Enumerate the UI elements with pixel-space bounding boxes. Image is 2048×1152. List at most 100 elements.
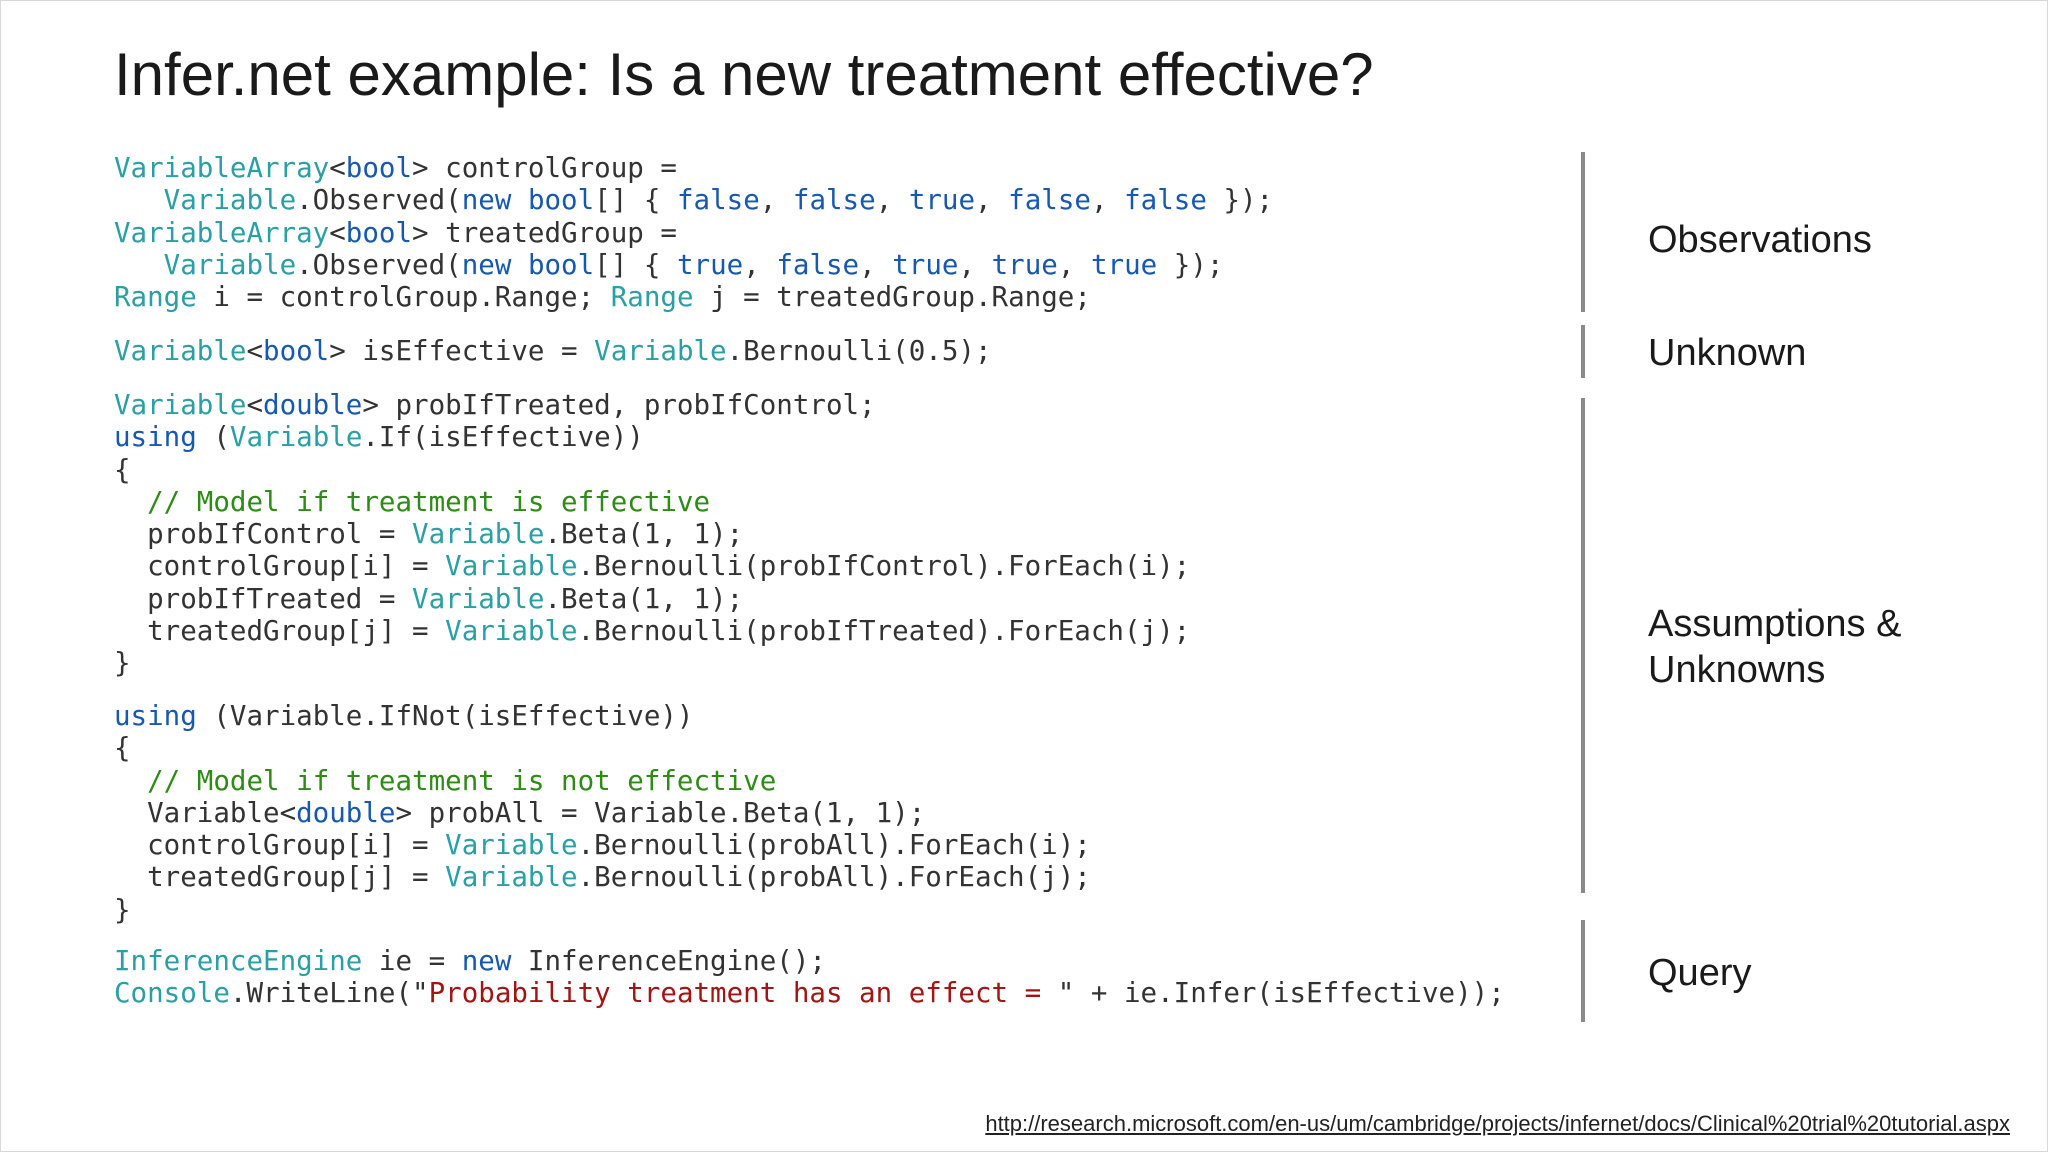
section-bar-query	[1581, 920, 1585, 1022]
code-token: new	[461, 248, 512, 281]
section-label-observations: Observations	[1648, 219, 1872, 261]
code-token: }	[114, 893, 131, 926]
code-token: Variable	[594, 335, 727, 367]
code-token: Variable	[445, 861, 578, 894]
code-token: {	[114, 732, 131, 765]
code-token: bool	[527, 248, 595, 281]
code-token: .Bernoulli(probIfControl).ForEach(i);	[577, 550, 1191, 583]
code-token: // Model if treatment is effective	[147, 485, 711, 518]
code-token: ,	[975, 184, 1009, 217]
code-token: });	[1206, 184, 1274, 217]
code-token	[114, 486, 147, 518]
code-token: controlGroup[i] =	[114, 829, 446, 862]
code-token: Variable	[445, 550, 578, 583]
code-token: ,	[743, 248, 777, 281]
code-block-assumptions-if: Variable<double> probIfTreated, probIfCo…	[114, 389, 1190, 680]
code-token: " + ie.Infer(isEffective));	[1057, 977, 1505, 1010]
code-token	[511, 184, 528, 216]
code-token	[114, 184, 164, 216]
section-bar-assumptions	[1581, 398, 1585, 893]
code-token: bool	[527, 184, 595, 217]
code-line: // Model if treatment is effective	[114, 486, 1190, 518]
code-token: }	[114, 647, 131, 680]
code-line: Range i = controlGroup.Range; Range j = …	[114, 281, 1273, 313]
section-bar-unknown	[1581, 325, 1585, 378]
code-token: true	[908, 184, 976, 217]
section-bar-observations	[1581, 152, 1585, 312]
code-token	[511, 249, 528, 281]
code-token: [] {	[594, 184, 677, 217]
code-line: probIfTreated = Variable.Beta(1, 1);	[114, 583, 1190, 615]
code-token: probIfTreated =	[114, 582, 413, 615]
code-token: bool	[345, 152, 413, 184]
code-token: new	[461, 184, 512, 217]
code-token: bool	[345, 216, 413, 249]
code-line: Variable.Observed(new bool[] { true, fal…	[114, 249, 1273, 281]
code-line: }	[114, 647, 1190, 679]
code-line: Variable<bool> isEffective = Variable.Be…	[114, 335, 992, 367]
code-token: Variable	[412, 582, 545, 615]
code-token: .Observed(	[296, 248, 462, 281]
code-token	[114, 249, 164, 281]
code-block-unknown: Variable<bool> isEffective = Variable.Be…	[114, 335, 992, 367]
code-line: probIfControl = Variable.Beta(1, 1);	[114, 518, 1190, 550]
code-token: Probability treatment has an effect =	[428, 977, 1058, 1010]
code-token: bool	[263, 335, 330, 367]
code-token: [] {	[594, 248, 677, 281]
code-token: controlGroup[i] =	[114, 550, 446, 583]
code-line: VariableArray<bool> controlGroup =	[114, 152, 1273, 184]
code-token: ,	[875, 184, 909, 217]
code-token: > isEffective =	[329, 335, 595, 367]
code-token: Variable	[445, 829, 578, 862]
code-token: ,	[1090, 184, 1125, 217]
code-token: <	[246, 389, 264, 421]
reference-link[interactable]: http://research.microsoft.com/en-us/um/c…	[985, 1111, 2010, 1136]
section-label-query: Query	[1648, 952, 1752, 994]
code-token: double	[296, 796, 396, 829]
code-token: > treatedGroup =	[412, 216, 677, 249]
code-token: .If(isEffective))	[362, 421, 644, 454]
code-line: {	[114, 454, 1190, 486]
code-token: ,	[1057, 248, 1091, 281]
code-token: Console	[114, 977, 230, 1010]
code-token: (Variable.IfNot(isEffective))	[196, 700, 694, 732]
code-token: treatedGroup[j] =	[114, 861, 446, 894]
code-token: .Observed(	[296, 184, 462, 217]
code-token: ,	[759, 184, 793, 217]
code-token: Variable	[114, 389, 247, 421]
code-token: {	[114, 453, 131, 486]
code-line: Console.WriteLine("Probability treatment…	[114, 977, 1505, 1009]
code-token: Range	[610, 281, 694, 314]
code-token: .Bernoulli(probAll).ForEach(j);	[577, 861, 1091, 894]
code-token: false	[1124, 184, 1207, 217]
code-block-query: InferenceEngine ie = new InferenceEngine…	[114, 945, 1505, 1010]
code-line: VariableArray<bool> treatedGroup =	[114, 217, 1273, 249]
code-line: Variable.Observed(new bool[] { false, fa…	[114, 184, 1273, 216]
code-token: true	[892, 248, 959, 281]
code-token: Variable	[163, 248, 297, 281]
code-line: using (Variable.If(isEffective))	[114, 421, 1190, 453]
code-token: .WriteLine("	[229, 977, 429, 1010]
code-line: controlGroup[i] = Variable.Bernoulli(pro…	[114, 550, 1190, 582]
code-token: (	[196, 421, 230, 454]
code-token: treatedGroup[j] =	[114, 615, 446, 648]
code-token: true	[676, 248, 744, 281]
code-token: <	[329, 152, 346, 184]
code-token: Variable<	[114, 796, 297, 829]
code-token: false	[676, 184, 760, 217]
code-token: > probIfTreated, probIfControl;	[362, 389, 876, 421]
code-line: using (Variable.IfNot(isEffective))	[114, 700, 1091, 732]
code-token: .Bernoulli(0.5);	[726, 335, 992, 367]
code-token: ,	[958, 248, 992, 281]
code-token: <	[329, 216, 346, 249]
code-token: ie =	[362, 945, 462, 977]
code-token: using	[114, 700, 197, 732]
code-token: > controlGroup =	[412, 152, 677, 184]
code-token: ,	[859, 248, 893, 281]
code-token: new	[461, 945, 512, 977]
code-token: Variable	[412, 518, 545, 551]
code-token: // Model if treatment is not effective	[147, 764, 777, 797]
code-line: // Model if treatment is not effective	[114, 765, 1091, 797]
code-line: Variable<double> probIfTreated, probIfCo…	[114, 389, 1190, 421]
slide-title: Infer.net example: Is a new treatment ef…	[114, 41, 1374, 108]
